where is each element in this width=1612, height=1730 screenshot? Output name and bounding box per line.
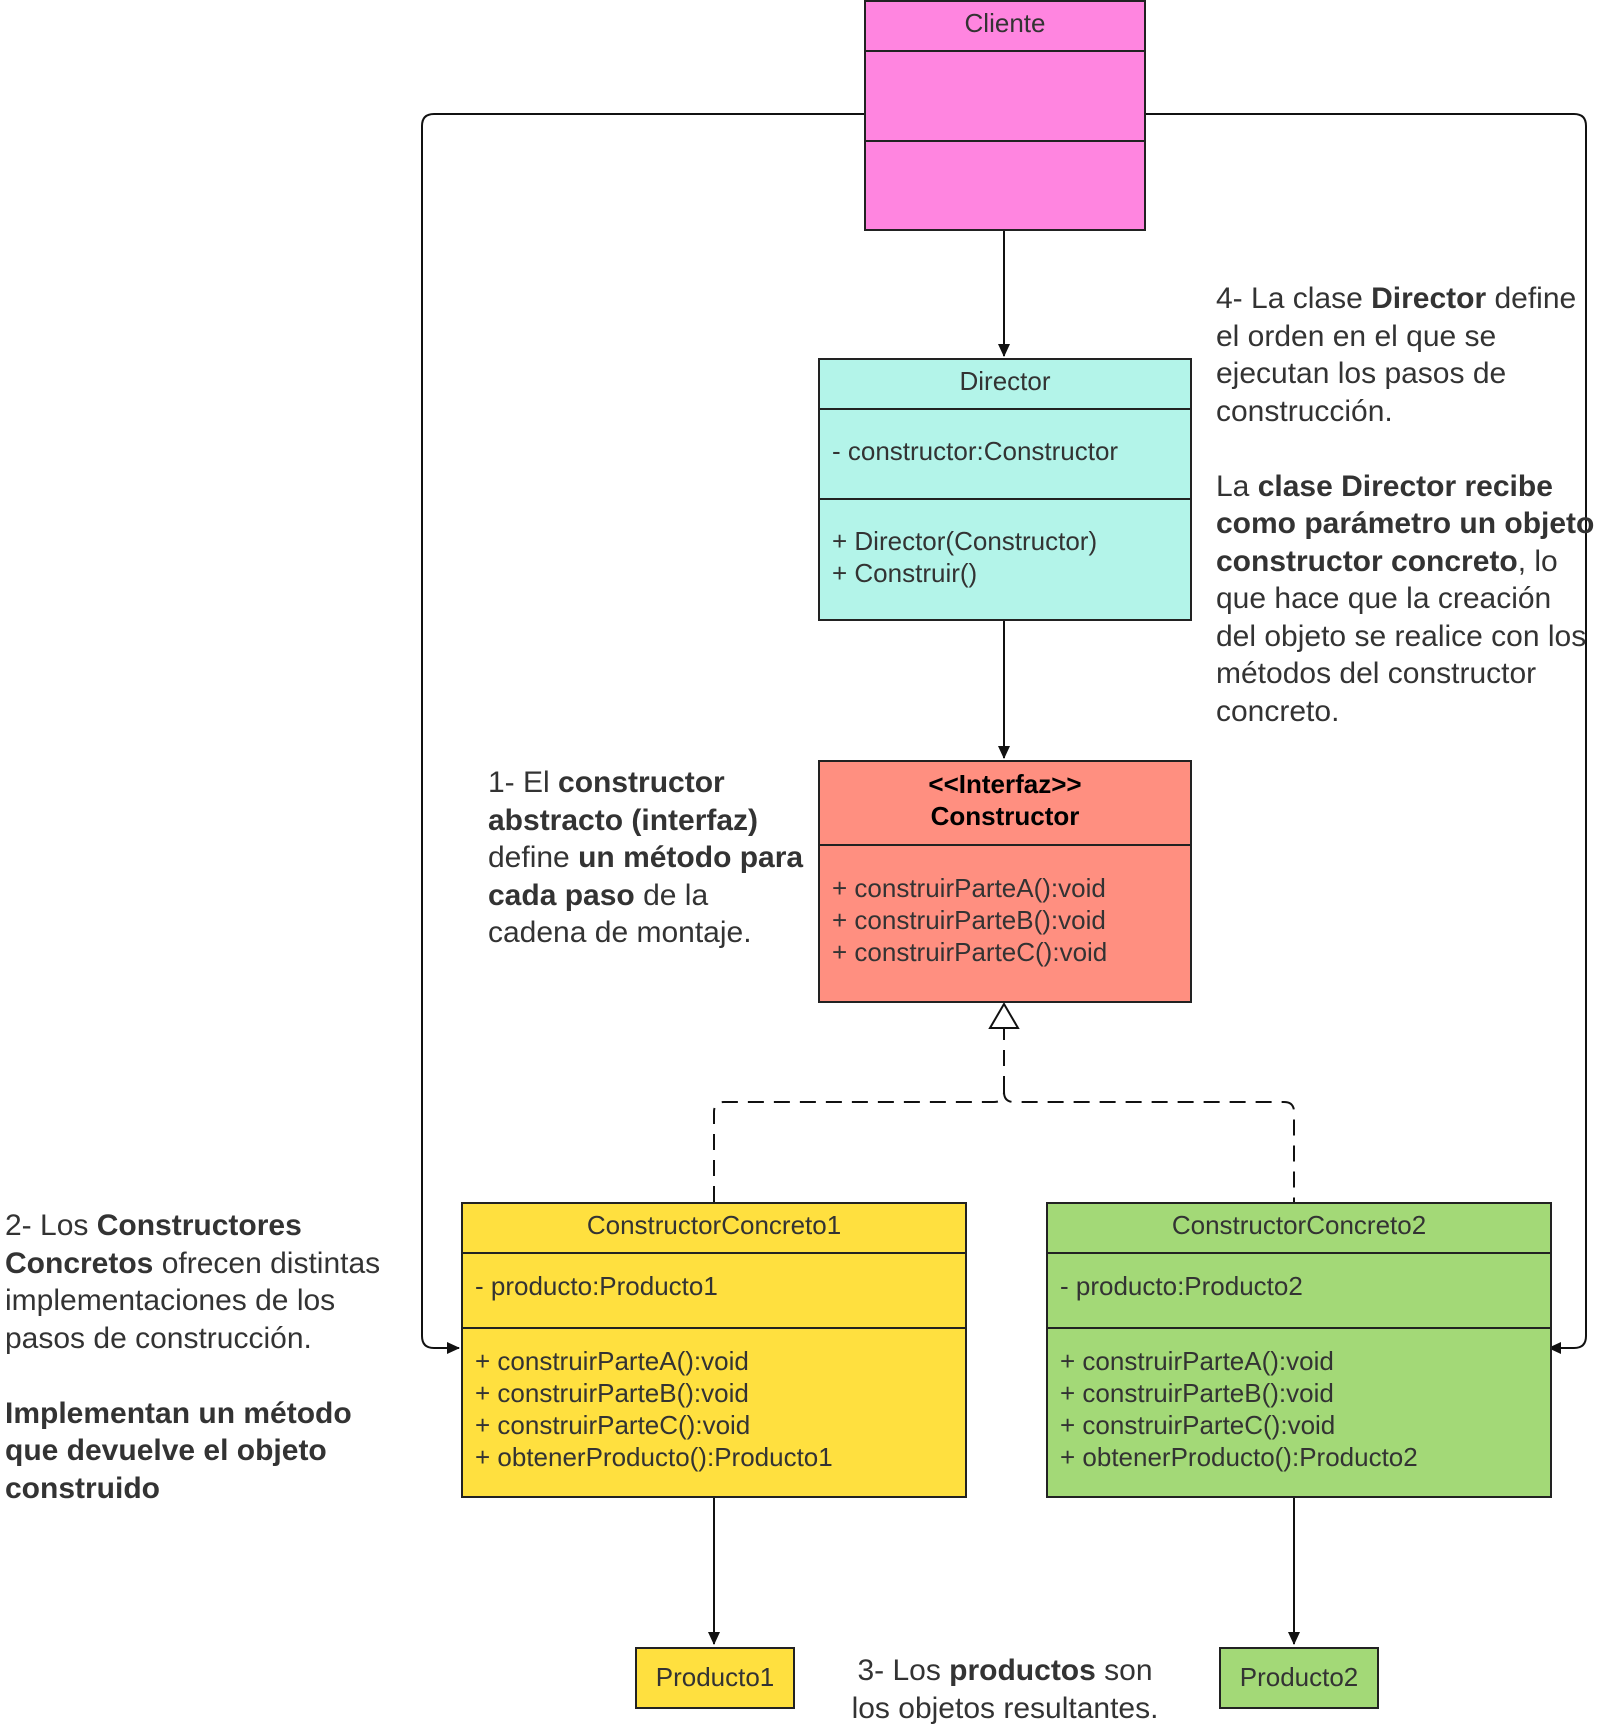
class-concreto2-methods: + construirParteA():void + construirPart… — [1048, 1327, 1550, 1496]
class-constructor-concreto1[interactable]: ConstructorConcreto1 - producto:Producto… — [461, 1202, 967, 1498]
interface-constructor-title: Constructor — [930, 801, 1080, 831]
note-text-run: 1- El — [488, 766, 559, 799]
producto2-title: Producto2 — [1239, 1662, 1359, 1692]
note-bold-run: constructor abstracto (interfaz) — [488, 766, 759, 837]
note-constructor-abstracto: 1- El constructor abstracto (interfaz) d… — [488, 764, 808, 952]
director-method: + Construir() — [832, 558, 978, 588]
class-producto2[interactable]: Producto2 — [1219, 1647, 1379, 1709]
note-text-run: 4- La clase — [1216, 282, 1372, 315]
note-2-paragraph-1: 2- Los Constructores Concretos ofrecen d… — [5, 1207, 405, 1357]
note-text-run: La — [1216, 469, 1258, 503]
class-cliente[interactable]: Cliente — [864, 0, 1146, 231]
note-bold-run: clase Director recibe como parámetro un … — [1216, 469, 1595, 578]
class-director-title: Director — [959, 366, 1051, 396]
interface-stereotype: <<Interfaz>> — [928, 769, 1082, 799]
note-2-paragraph-2: Implementan un método que devuelve el ob… — [5, 1395, 405, 1508]
constructor-method: + construirParteA():void — [832, 873, 1106, 903]
constructor-method: + construirParteC():void — [832, 937, 1108, 967]
director-method: + Director(Constructor) — [832, 526, 1098, 556]
class-director-methods: + Director(Constructor) + Construir() — [820, 498, 1190, 619]
note-bold-run: Implementan un método que devuelve el ob… — [5, 1396, 352, 1505]
class-cliente-title: Cliente — [964, 8, 1046, 38]
note-text-run: de la cadena de montaje. — [488, 878, 752, 950]
note-bold-run: Director — [1371, 282, 1487, 315]
class-director-attributes: - constructor:Constructor — [820, 408, 1190, 498]
concreto2-method: + obtenerProducto():Producto2 — [1060, 1442, 1418, 1472]
director-attribute: - constructor:Constructor — [832, 436, 1119, 466]
class-concreto2-attributes: - producto:Producto2 — [1048, 1252, 1550, 1327]
class-cliente-attributes — [866, 50, 1144, 140]
note-text-run: define el orden en el que se ejecutan lo… — [1216, 282, 1577, 428]
interface-constructor-methods: + construirParteA():void + construirPart… — [820, 844, 1190, 1001]
realization-connector — [713, 1091, 1295, 1202]
constructor-method: + construirParteB():void — [832, 905, 1106, 935]
note-text-run: son los objetos resultantes. — [851, 1654, 1159, 1725]
note-text-run: , lo que hace que la creación del objeto… — [1216, 544, 1587, 728]
note-4-paragraph-1: 4- La clase Director define el orden en … — [1216, 280, 1596, 430]
note-productos: 3- Los productos son los objetos resulta… — [840, 1652, 1170, 1727]
note-bold-run: un método para cada paso — [488, 841, 804, 912]
class-concreto2-title: ConstructorConcreto2 — [1171, 1210, 1427, 1240]
arrow-cliente-concreto2 — [1146, 113, 1587, 1354]
concreto2-method: + construirParteA():void — [1060, 1346, 1334, 1376]
note-text-run: define — [488, 841, 579, 874]
class-concreto1-attributes: - producto:Producto1 — [463, 1252, 965, 1327]
note-bold-run: productos — [949, 1654, 1096, 1687]
class-producto1[interactable]: Producto1 — [635, 1647, 795, 1709]
arrow-cliente-concreto1 — [421, 113, 864, 1354]
note-text-run: 2- Los — [5, 1209, 97, 1242]
note-director: 4- La clase Director define el orden en … — [1216, 280, 1596, 730]
note-bold-run: Constructores Concretos — [5, 1209, 302, 1280]
concreto1-attribute: - producto:Producto1 — [475, 1271, 718, 1301]
concreto2-attribute: - producto:Producto2 — [1060, 1271, 1303, 1301]
interface-constructor[interactable]: <<Interfaz>> Constructor + construirPart… — [818, 760, 1192, 1003]
concreto1-method: + obtenerProducto():Producto1 — [475, 1442, 833, 1472]
realization-triangle — [988, 1002, 1020, 1029]
class-director[interactable]: Director - constructor:Constructor + Dir… — [818, 358, 1192, 621]
concreto2-method: + construirParteB():void — [1060, 1378, 1334, 1408]
concreto2-method: + construirParteC():void — [1060, 1410, 1336, 1440]
producto1-title: Producto1 — [655, 1662, 775, 1692]
interface-constructor-header: <<Interfaz>> Constructor — [820, 762, 1190, 844]
note-text-run: ofrecen distintas implementaciones de lo… — [5, 1246, 381, 1355]
class-concreto1-title: ConstructorConcreto1 — [586, 1210, 842, 1240]
note-text-run: 3- Los — [857, 1654, 950, 1687]
concreto1-method: + construirParteB():void — [475, 1378, 749, 1408]
class-concreto1-methods: + construirParteA():void + construirPart… — [463, 1327, 965, 1496]
concreto1-method: + construirParteA():void — [475, 1346, 749, 1376]
class-cliente-methods — [866, 140, 1144, 229]
concreto1-method: + construirParteC():void — [475, 1410, 751, 1440]
note-constructores-concretos: 2- Los Constructores Concretos ofrecen d… — [5, 1207, 405, 1507]
note-4-paragraph-2: La clase Director recibe como parámetro … — [1216, 468, 1596, 731]
class-constructor-concreto2[interactable]: ConstructorConcreto2 - producto:Producto… — [1046, 1202, 1552, 1498]
